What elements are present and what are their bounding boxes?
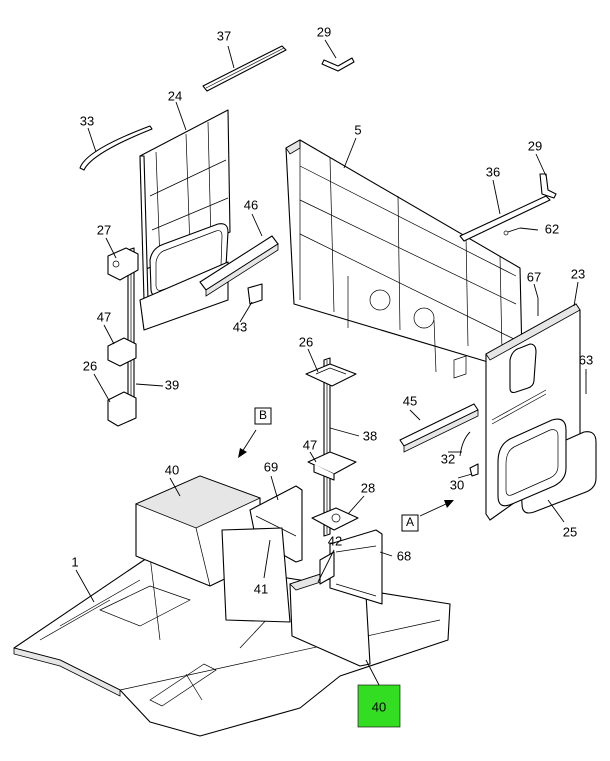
callout-39: 39 [165, 377, 179, 392]
part-47-bracket-left [107, 337, 137, 367]
part-29-bracket-right [539, 173, 557, 199]
leader-lines [75, 39, 587, 686]
highlight-box [357, 684, 401, 728]
callout-25: 25 [563, 524, 577, 539]
callout-42: 42 [328, 533, 342, 548]
callout-36: 36 [486, 164, 500, 179]
callout-46: 46 [244, 197, 258, 212]
view-b-marker: B [238, 407, 272, 458]
callout-30: 30 [450, 477, 464, 492]
callout-29-top: 29 [317, 24, 331, 39]
callout-67: 67 [527, 269, 541, 284]
callout-26-left: 26 [83, 358, 97, 373]
part-26-bracket-center [305, 363, 357, 387]
callout-5: 5 [354, 122, 361, 137]
part-33-strip [79, 125, 153, 171]
callout-40-highlighted: 40 [372, 699, 386, 714]
callout-29-right: 29 [528, 138, 542, 153]
part-26-bracket-left [107, 391, 137, 427]
callout-28: 28 [361, 480, 375, 495]
callout-32: 32 [441, 451, 455, 466]
callout-62: 62 [545, 221, 559, 236]
part-37-strip [202, 45, 287, 92]
callout-27: 27 [97, 222, 111, 237]
part-25-window-panel [497, 418, 597, 514]
part-45-channel [399, 403, 479, 453]
part-62-bolt [503, 227, 521, 236]
part-68-frame [329, 529, 383, 605]
callout-labels: 37 29 24 33 5 29 36 46 27 62 67 23 43 47… [71, 24, 593, 596]
part-38-post [323, 357, 331, 537]
part-41-riser [221, 527, 291, 623]
part-42-brace [319, 551, 335, 585]
part-30-latch [469, 463, 479, 477]
callout-68: 68 [397, 548, 411, 563]
callout-24: 24 [168, 88, 182, 103]
part-46-channel [199, 235, 279, 297]
part-24-door-frame [139, 109, 231, 331]
callout-33: 33 [80, 113, 94, 128]
part-29-bracket-top [321, 57, 355, 72]
callout-1: 1 [71, 554, 78, 569]
callout-45: 45 [403, 393, 417, 408]
callout-40-left: 40 [165, 462, 179, 477]
part-36-bar [459, 195, 551, 242]
view-a-marker: A [401, 500, 454, 532]
callout-69: 69 [264, 459, 278, 474]
part-32-strap [459, 431, 471, 457]
part-43-bracket [247, 283, 263, 305]
callout-23: 23 [571, 266, 585, 281]
callout-26-center: 26 [299, 334, 313, 349]
callout-43: 43 [233, 319, 247, 334]
view-a-label: A [406, 515, 414, 529]
part-47-bracket-center [307, 451, 357, 481]
callout-47-left: 47 [97, 309, 111, 324]
callout-41: 41 [254, 581, 268, 596]
callout-63: 63 [579, 352, 593, 367]
part-5-rear-wall [285, 139, 523, 379]
part-28-bracket [311, 507, 359, 531]
callout-47-center: 47 [303, 437, 317, 452]
callout-38: 38 [363, 428, 377, 443]
view-b-label: B [259, 408, 267, 422]
callout-37: 37 [217, 28, 231, 43]
